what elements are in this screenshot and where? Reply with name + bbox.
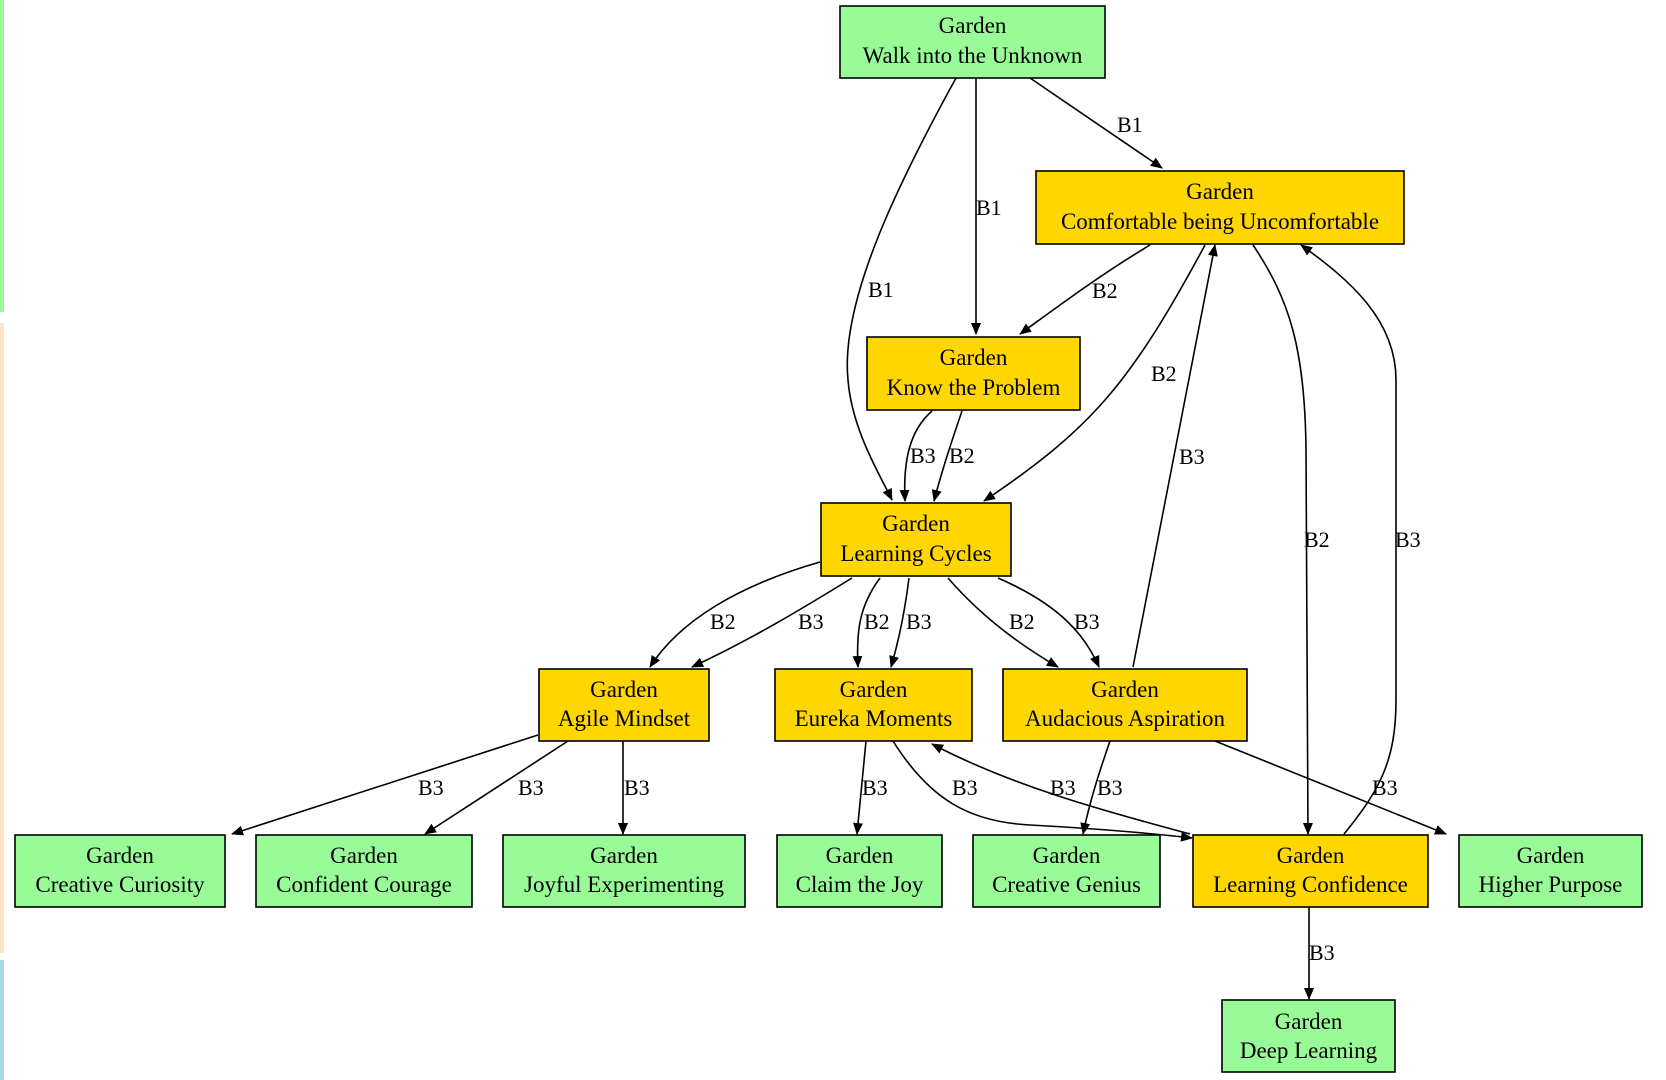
node-walk-into-the-unknown[interactable]: Garden Walk into the Unknown [839,5,1106,79]
edge-label-comfort-confidence: B2 [1304,527,1330,552]
node-title: Garden [1186,179,1254,204]
edge-label-confidence-comfort: B3 [1395,527,1421,552]
node-title: Garden [939,13,1007,38]
node-label: Walk into the Unknown [863,43,1083,68]
edge-label-confidence-eureka: B3 [1050,775,1076,800]
edge-comfort-know [1019,244,1151,335]
edge-confidence-comfort [1300,244,1397,835]
node-label: Joyful Experimenting [524,872,724,897]
node-claim-the-joy[interactable]: Garden Claim the Joy [776,834,943,908]
node-audacious-aspiration[interactable]: Garden Audacious Aspiration [1002,668,1248,742]
node-learning-confidence[interactable]: Garden Learning Confidence [1192,834,1429,908]
node-label: Creative Curiosity [35,872,205,897]
node-confident-courage[interactable]: Garden Confident Courage [255,834,473,908]
edge-audacious-genius [1080,740,1111,835]
node-title: Garden [1091,677,1159,702]
edge-label-confidence-deep: B3 [1309,940,1335,965]
node-creative-curiosity[interactable]: Garden Creative Curiosity [14,834,226,908]
edge-know-cycles-b2 [931,410,963,502]
node-creative-genius[interactable]: Garden Creative Genius [972,834,1161,908]
edge-label-eureka-claim: B3 [862,775,888,800]
node-label: Audacious Aspiration [1025,706,1225,731]
node-label: Know the Problem [887,375,1061,400]
node-agile-mindset[interactable]: Garden Agile Mindset [538,668,710,742]
node-label: Confident Courage [276,872,452,897]
edge-label-cycles-eureka-b3: B3 [906,609,932,634]
edge-label-cycles-agile-b2: B2 [710,609,736,634]
edge-cycles-agile-b3 [691,577,853,668]
node-label: Learning Confidence [1213,872,1408,897]
edge-label-walk-cycles: B1 [868,277,894,302]
edge-know-cycles-b3 [899,410,933,502]
nodes: Garden Walk into the Unknown Garden Comf… [14,5,1643,1073]
edge-label-audacious-comfort: B3 [1179,444,1205,469]
edge-walk-cycles [846,77,957,501]
edge-comfort-confidence [1252,244,1313,835]
edge-confidence-eureka [931,743,1191,835]
node-title: Garden [882,511,950,536]
edge-label-walk-comfort: B1 [1117,112,1143,137]
node-title: Garden [826,843,894,868]
node-title: Garden [1275,1009,1343,1034]
node-joyful-experimenting[interactable]: Garden Joyful Experimenting [502,834,746,908]
left-stripe-blue [0,960,4,1080]
edge-label-cycles-audacious-b2: B2 [1009,609,1035,634]
edge-eureka-confidence [892,740,1193,842]
node-title: Garden [1517,843,1585,868]
edge-label-agile-joyful: B3 [624,775,650,800]
edge-cycles-audacious-b2 [947,577,1059,668]
node-title: Garden [1277,843,1345,868]
edge-label-know-cycles-b2: B2 [949,443,975,468]
edge-label-eureka-confidence: B3 [952,775,978,800]
edge-walk-comfort [1029,77,1163,169]
node-higher-purpose[interactable]: Garden Higher Purpose [1458,834,1643,908]
node-title: Garden [330,843,398,868]
edge-label-audacious-purpose: B3 [1372,775,1398,800]
node-title: Garden [940,345,1008,370]
edge-label-comfort-know: B2 [1092,278,1118,303]
edges: B1 B1 B1 B2 B2 B2 B3 B2 B2 B3 B2 B3 [231,77,1447,1000]
node-label: Deep Learning [1240,1038,1378,1063]
edge-label-audacious-genius: B3 [1097,775,1123,800]
node-title: Garden [1033,843,1101,868]
edge-eureka-claim [853,740,867,835]
edge-agile-courage [424,740,569,835]
node-label: Eureka Moments [795,706,953,731]
edge-label-agile-curiosity: B3 [418,775,444,800]
node-deep-learning[interactable]: Garden Deep Learning [1221,999,1396,1073]
edge-label-cycles-eureka-b2: B2 [864,609,890,634]
node-title: Garden [590,677,658,702]
left-stripe-green [0,0,4,312]
edge-cycles-audacious-b3 [997,577,1100,668]
edge-cycles-agile-b2 [649,561,821,668]
edge-cycles-eureka-b3 [889,577,910,668]
node-title: Garden [840,677,908,702]
node-label: Creative Genius [992,872,1141,897]
node-label: Agile Mindset [558,706,691,731]
edge-label-cycles-agile-b3: B3 [798,609,824,634]
edge-label-cycles-audacious-b3: B3 [1074,609,1100,634]
node-title: Garden [86,843,154,868]
edge-audacious-purpose [1214,740,1447,835]
edge-agile-curiosity [231,734,539,836]
node-label: Learning Cycles [840,541,991,566]
edge-cycles-eureka-b2 [852,577,881,668]
edge-label-comfort-cycles: B2 [1151,361,1177,386]
node-learning-cycles[interactable]: Garden Learning Cycles [820,502,1012,577]
left-stripe-peach [0,323,4,953]
edge-comfort-cycles [983,244,1206,502]
edge-label-agile-courage: B3 [518,775,544,800]
node-know-the-problem[interactable]: Garden Know the Problem [866,336,1081,411]
node-eureka-moments[interactable]: Garden Eureka Moments [774,668,973,742]
node-label: Comfortable being Uncomfortable [1061,209,1379,234]
node-label: Higher Purpose [1479,872,1623,897]
edge-label-walk-know: B1 [976,195,1002,220]
edge-label-know-cycles-b3: B3 [910,443,936,468]
node-title: Garden [590,843,658,868]
node-label: Claim the Joy [796,872,924,897]
edge-audacious-comfort [1132,244,1218,668]
node-comfortable-being-uncomfortable[interactable]: Garden Comfortable being Uncomfortable [1035,170,1405,245]
